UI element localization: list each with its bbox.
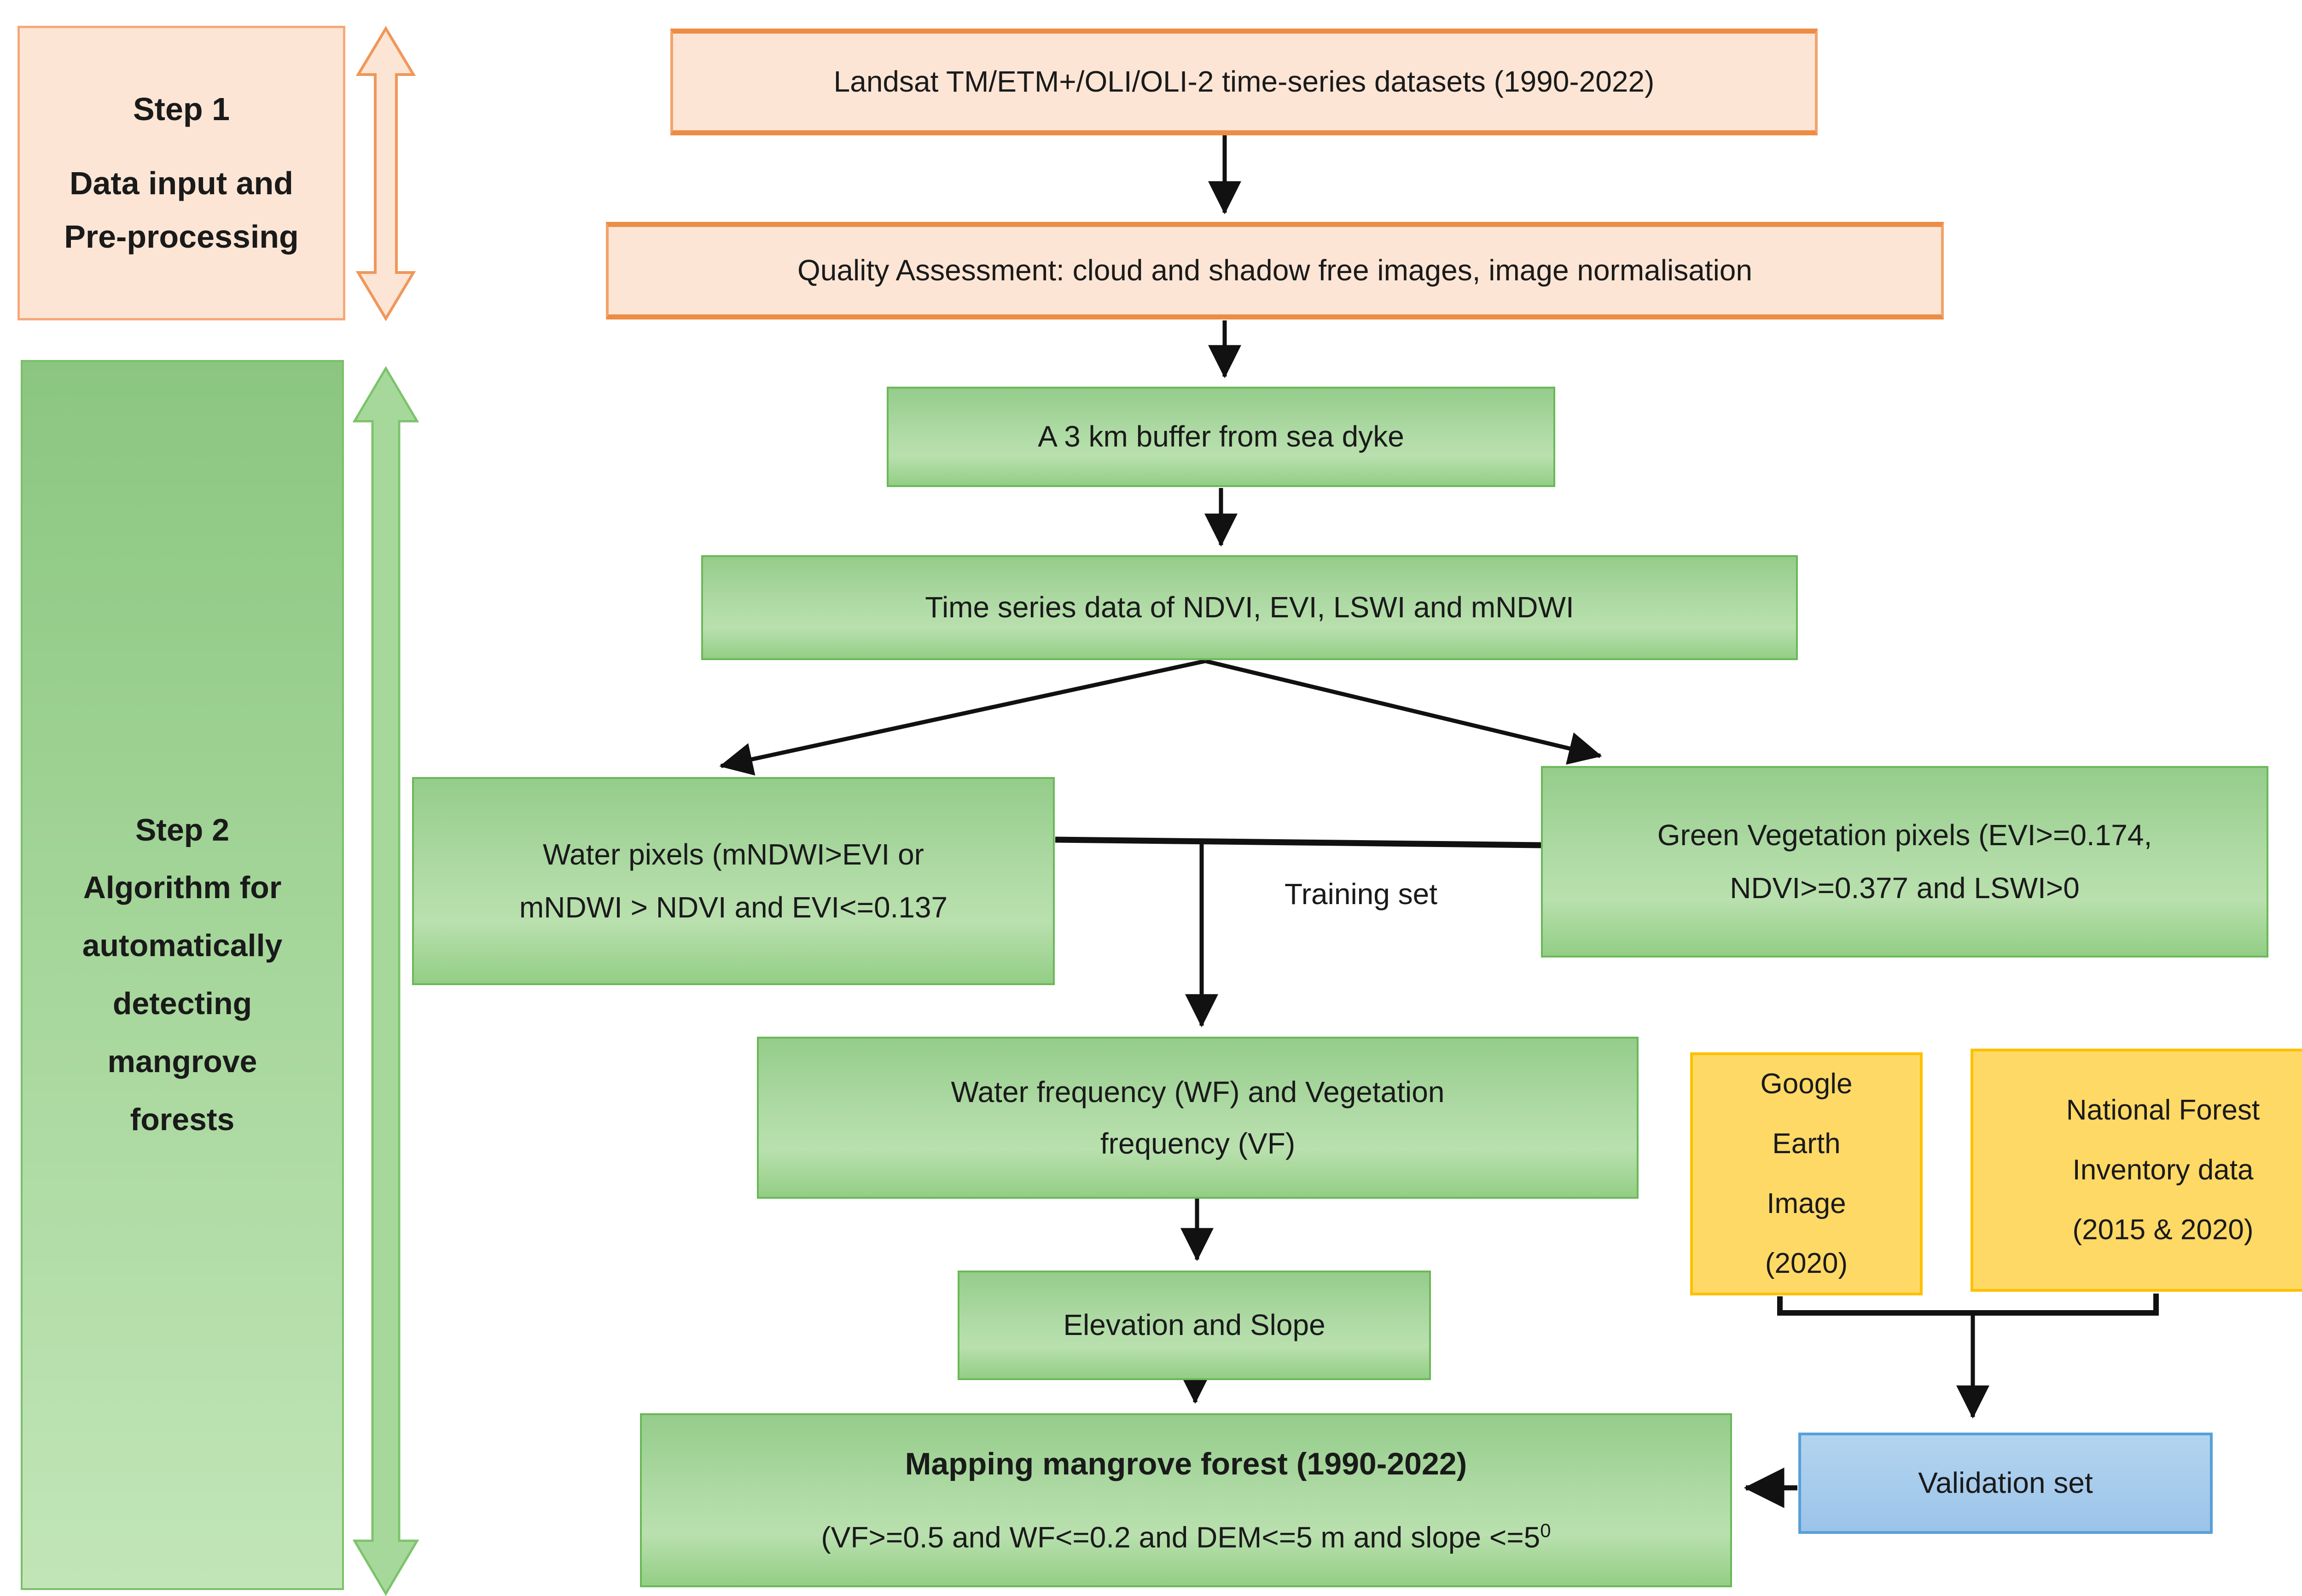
landsat-datasets-box: Landsat TM/ETM+/OLI/OLI-2 time-series da… [670, 29, 1818, 135]
validation-set-label: Validation set [1918, 1466, 2093, 1500]
step1-line: Pre-processing [64, 218, 299, 255]
step1-panel: Step 1 Data input and Pre-processing [17, 26, 345, 320]
step2-line: mangrove [107, 1044, 257, 1079]
step2-line: detecting [112, 986, 252, 1021]
timeseries-box: Time series data of NDVI, EVI, LSWI and … [701, 555, 1798, 660]
arrow-timeseries-to-water [719, 659, 1206, 776]
google-earth-image-line: Earth [1772, 1127, 1841, 1160]
quality-assessment-box: Quality Assessment: cloud and shadow fre… [606, 222, 1944, 319]
step2-line: forests [130, 1102, 235, 1137]
mapping-rule-text: (VF>=0.5 and WF<=0.2 and DEM<=5 m and sl… [821, 1521, 1540, 1554]
frequency-box: Water frequency (WF) and Vegetation freq… [757, 1037, 1639, 1199]
national-forest-inventory-box: National Forest Inventory data (2015 & 2… [1971, 1049, 2302, 1292]
step2-span-arrow [352, 366, 419, 1596]
step1-line: Data input and [69, 165, 294, 202]
google-earth-image-box: Google Earth Image (2020) [1690, 1052, 1923, 1295]
step2-panel: Step 2 Algorithm for automatically detec… [21, 360, 344, 1590]
google-earth-image-line: Google [1760, 1068, 1853, 1100]
landsat-datasets-label: Landsat TM/ETM+/OLI/OLI-2 time-series da… [833, 65, 1655, 99]
arrow-timeseries-to-greenveg [1204, 659, 1602, 765]
training-set-label: Training set [1285, 877, 1437, 911]
timeseries-label: Time series data of NDVI, EVI, LSWI and … [925, 591, 1574, 624]
google-earth-image-line: (2020) [1765, 1248, 1848, 1280]
step2-line: Algorithm for [83, 870, 282, 905]
step2-line: automatically [82, 928, 283, 963]
green-vegetation-box: Green Vegetation pixels (EVI>=0.174, NDV… [1541, 766, 2268, 958]
mapping-rule: (VF>=0.5 and WF<=0.2 and DEM<=5 m and sl… [821, 1519, 1551, 1555]
water-pixels-box: Water pixels (mNDWI>EVI or mNDWI > NDVI … [412, 777, 1055, 985]
green-vegetation-line: Green Vegetation pixels (EVI>=0.174, [1657, 818, 2152, 852]
step1-span-arrow [355, 26, 416, 321]
validation-set-box: Validation set [1798, 1433, 2213, 1534]
frequency-line: frequency (VF) [1100, 1127, 1296, 1160]
connector-water-greenveg [1055, 836, 1541, 848]
frequency-line: Water frequency (WF) and Vegetation [951, 1075, 1445, 1108]
google-earth-image-line: Image [1767, 1188, 1846, 1219]
mapping-title: Mapping mangrove forest (1990-2022) [905, 1446, 1467, 1482]
water-pixels-line: Water pixels (mNDWI>EVI or [543, 837, 924, 871]
mapping-rule-superscript: 0 [1540, 1519, 1551, 1541]
step2-title: Step 2 [135, 812, 230, 847]
national-forest-inventory-line: National Forest [2066, 1094, 2260, 1126]
national-forest-inventory-line: (2015 & 2020) [2072, 1214, 2254, 1246]
buffer-label: A 3 km buffer from sea dyke [1038, 420, 1404, 453]
green-vegetation-line: NDVI>=0.377 and LSWI>0 [1730, 871, 2080, 905]
mapping-mangrove-box: Mapping mangrove forest (1990-2022) (VF>… [640, 1413, 1732, 1587]
elevation-slope-box: Elevation and Slope [958, 1271, 1431, 1380]
bracket-validation-sources [1777, 1294, 2159, 1316]
buffer-box: A 3 km buffer from sea dyke [887, 387, 1555, 487]
national-forest-inventory-line: Inventory data [2072, 1154, 2254, 1186]
water-pixels-line: mNDWI > NDVI and EVI<=0.137 [519, 891, 948, 924]
quality-assessment-label: Quality Assessment: cloud and shadow fre… [797, 254, 1752, 287]
elevation-slope-label: Elevation and Slope [1063, 1308, 1325, 1342]
step1-title: Step 1 [133, 91, 230, 127]
